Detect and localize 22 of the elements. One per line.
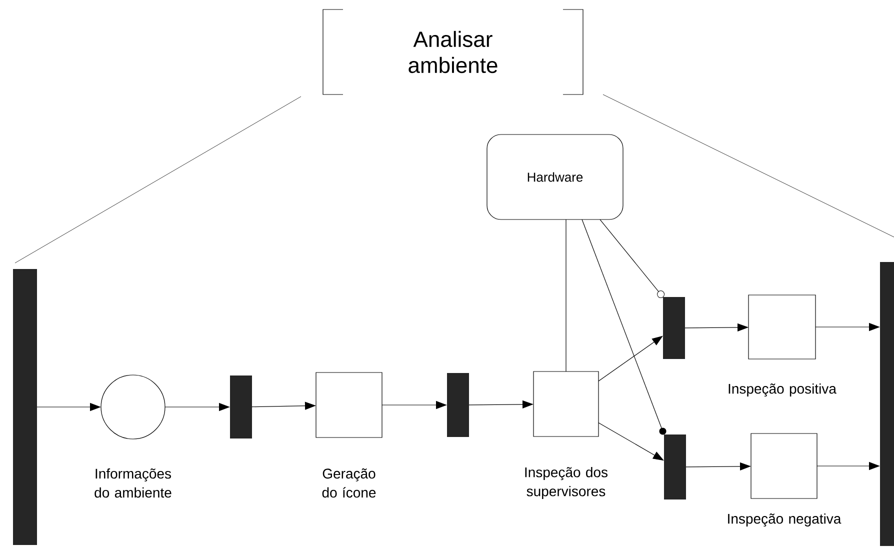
process-box <box>533 371 599 437</box>
arrow <box>598 336 663 382</box>
bracketed-label: Analisar ambiente <box>322 9 584 95</box>
process-box <box>316 372 382 438</box>
inhibitor-arc <box>582 219 666 435</box>
transition-bar <box>880 262 894 546</box>
node-caption: Informações do ambiente <box>94 468 172 498</box>
node-caption: Inspeção negativa <box>728 513 842 527</box>
transition-bar <box>664 434 686 500</box>
node-caption: Inspeção positiva <box>728 383 836 397</box>
place-circle <box>100 374 166 440</box>
transition-bar <box>663 297 685 359</box>
transition-bar <box>230 376 252 438</box>
node-caption: Geração do ícone <box>322 468 376 498</box>
connector-line <box>14 96 302 264</box>
process-box <box>748 294 816 360</box>
inhibitor-arc <box>600 219 665 298</box>
rounded-box: Hardware <box>486 134 624 220</box>
transition-bar <box>13 269 37 545</box>
node-caption: Inspeção dos supervisores <box>525 466 608 500</box>
transition-bar <box>447 373 469 437</box>
process-box <box>750 433 818 499</box>
